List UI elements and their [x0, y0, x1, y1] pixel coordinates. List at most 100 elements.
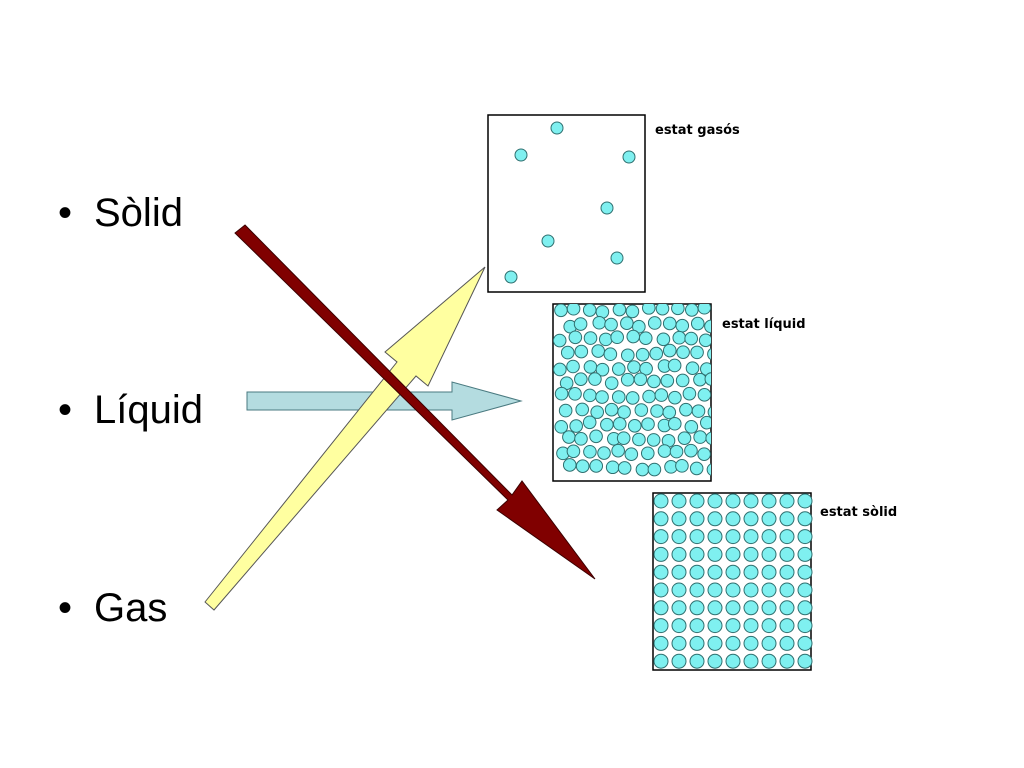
particle — [657, 444, 672, 458]
bullet-label-solid: Sòlid — [94, 191, 183, 235]
particle — [707, 529, 723, 545]
particle — [671, 582, 687, 598]
particle — [653, 564, 669, 580]
particle — [779, 529, 795, 545]
particle — [689, 546, 705, 562]
particle — [725, 546, 741, 562]
particle — [604, 317, 618, 332]
liquid-particles — [553, 304, 711, 477]
particle — [693, 430, 707, 444]
particle — [660, 373, 675, 388]
particle — [699, 415, 711, 430]
particle — [690, 316, 705, 331]
particle — [504, 270, 518, 284]
particle — [797, 582, 813, 598]
particle — [707, 493, 723, 509]
solid-arrow — [234, 224, 596, 580]
particle — [691, 404, 706, 418]
particle — [779, 546, 795, 562]
particle — [640, 446, 655, 461]
solid-particles — [653, 493, 813, 669]
particle — [653, 511, 669, 527]
bullet-label-gas: Gas — [94, 586, 168, 630]
particle — [689, 529, 705, 545]
particle — [725, 529, 741, 545]
particle — [647, 462, 662, 477]
particle — [604, 376, 619, 390]
particle — [566, 444, 581, 459]
bullet-item-gas: • Gas — [58, 588, 167, 628]
particle — [743, 546, 759, 562]
bullet-label-liquid: Líquid — [94, 388, 203, 432]
particle — [610, 330, 624, 345]
particle — [575, 402, 589, 417]
particle — [582, 415, 597, 430]
particle — [553, 333, 567, 348]
particle — [675, 373, 690, 388]
particle — [647, 374, 661, 389]
particle — [568, 330, 583, 345]
particle — [627, 360, 641, 374]
particle — [514, 148, 528, 162]
particle — [684, 331, 698, 346]
particle — [653, 600, 669, 616]
particle — [653, 653, 669, 669]
particle — [671, 618, 687, 634]
particle — [646, 433, 661, 447]
particle — [761, 600, 777, 616]
particle — [677, 431, 692, 445]
particle — [611, 362, 626, 376]
particle — [671, 511, 687, 527]
bullet-dot: • — [58, 191, 73, 235]
bullet-dot: • — [58, 388, 73, 432]
particle — [647, 316, 662, 330]
particle — [743, 493, 759, 509]
particle — [779, 493, 795, 509]
particle — [725, 493, 741, 509]
particle — [797, 600, 813, 616]
particle — [669, 444, 684, 459]
particle — [653, 582, 669, 598]
particle — [761, 635, 777, 651]
particle — [797, 635, 813, 651]
particle — [725, 582, 741, 598]
bullet-item-solid: • Sòlid — [58, 193, 183, 233]
particle — [779, 635, 795, 651]
particle — [797, 511, 813, 527]
particle — [761, 653, 777, 669]
particle — [642, 389, 656, 404]
particle — [668, 390, 682, 405]
particle — [641, 417, 655, 431]
particle — [566, 359, 580, 374]
particle — [635, 462, 650, 477]
particle — [591, 344, 606, 358]
particle — [725, 653, 741, 669]
particle — [583, 331, 598, 345]
particle — [616, 431, 631, 445]
particle — [568, 387, 582, 401]
particle — [624, 447, 639, 462]
particle — [632, 432, 646, 447]
particle — [589, 429, 603, 444]
particle — [622, 150, 636, 164]
particle — [672, 330, 687, 345]
state-label-liquid: estat líquid — [722, 317, 806, 332]
particle — [620, 372, 635, 387]
particle — [743, 529, 759, 545]
particle — [685, 361, 700, 375]
particle — [689, 618, 705, 634]
particle — [707, 564, 723, 580]
particle — [689, 653, 705, 669]
particle — [566, 304, 581, 316]
particle — [761, 546, 777, 562]
particle — [583, 444, 597, 459]
bullet-dot: • — [58, 586, 73, 630]
particle — [654, 388, 669, 402]
particle — [689, 582, 705, 598]
particle — [569, 419, 583, 433]
particle — [611, 390, 626, 404]
particle — [662, 316, 677, 331]
particle — [743, 618, 759, 634]
particle — [707, 600, 723, 616]
particle — [682, 386, 697, 401]
